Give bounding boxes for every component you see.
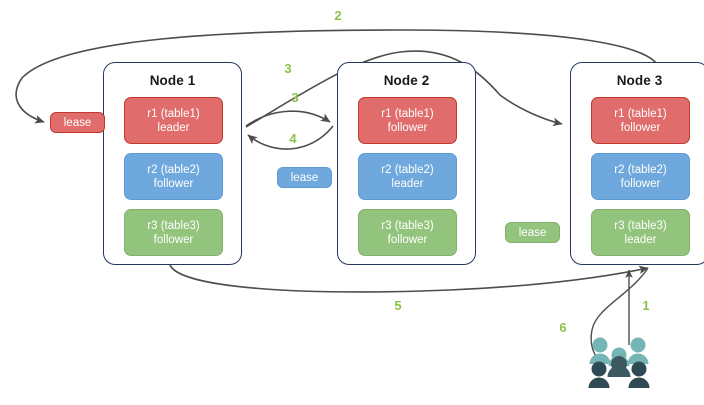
replica-r3-node1[interactable]: r3 (table3) follower bbox=[124, 209, 223, 256]
people-clients-icon bbox=[588, 337, 650, 388]
lease-label: lease bbox=[518, 226, 547, 239]
replica-name: r1 (table1) bbox=[381, 107, 434, 120]
replica-role: follower bbox=[620, 177, 661, 190]
replica-role: follower bbox=[387, 233, 428, 246]
replica-r2-node1[interactable]: r2 (table2) follower bbox=[124, 153, 223, 200]
replica-name: r1 (table1) bbox=[147, 107, 200, 120]
lease-badge-table3[interactable]: lease bbox=[505, 222, 560, 243]
replica-name: r3 (table3) bbox=[147, 219, 200, 232]
lease-badge-table1[interactable]: lease bbox=[50, 112, 105, 133]
step-label-2: 2 bbox=[334, 8, 342, 23]
replica-name: r1 (table1) bbox=[614, 107, 667, 120]
step-label-1: 1 bbox=[642, 298, 650, 313]
lease-badge-table2[interactable]: lease bbox=[277, 167, 332, 188]
replica-role: follower bbox=[153, 233, 194, 246]
step-label-3a: 3 bbox=[284, 61, 292, 76]
replica-role: follower bbox=[387, 121, 428, 134]
replica-r1-node2[interactable]: r1 (table1) follower bbox=[358, 97, 457, 144]
step-label-5: 5 bbox=[394, 298, 402, 313]
replica-role: follower bbox=[153, 177, 194, 190]
arrow-step-5 bbox=[169, 264, 649, 293]
replica-r3-node3[interactable]: r3 (table3) leader bbox=[591, 209, 690, 256]
step-label-6: 6 bbox=[559, 320, 567, 335]
node-title: Node 2 bbox=[383, 73, 430, 88]
replica-role: follower bbox=[620, 121, 661, 134]
node-title: Node 1 bbox=[149, 73, 196, 88]
replica-name: r3 (table3) bbox=[381, 219, 434, 232]
step-label-4: 4 bbox=[289, 131, 297, 146]
replica-role: leader bbox=[157, 121, 190, 134]
replica-name: r2 (table2) bbox=[614, 163, 667, 176]
replica-name: r2 (table2) bbox=[147, 163, 200, 176]
replica-role: leader bbox=[391, 177, 424, 190]
node-container-node2[interactable]: Node 2 r1 (table1) follower r2 (table2) … bbox=[337, 62, 476, 265]
lease-label: lease bbox=[290, 171, 319, 184]
node-container-node1[interactable]: Node 1 r1 (table1) leader r2 (table2) fo… bbox=[103, 62, 242, 265]
replica-name: r2 (table2) bbox=[381, 163, 434, 176]
node-container-node3[interactable]: Node 3 r1 (table1) follower r2 (table2) … bbox=[570, 62, 704, 265]
step-label-3b: 3 bbox=[291, 90, 299, 105]
replica-r2-node3[interactable]: r2 (table2) follower bbox=[591, 153, 690, 200]
replica-role: leader bbox=[624, 233, 657, 246]
replica-r1-node3[interactable]: r1 (table1) follower bbox=[591, 97, 690, 144]
replica-name: r3 (table3) bbox=[614, 219, 667, 232]
lease-label: lease bbox=[63, 116, 92, 129]
replica-r1-node1[interactable]: r1 (table1) leader bbox=[124, 97, 223, 144]
arrow-step-3-to-node2 bbox=[245, 110, 331, 127]
replica-r3-node2[interactable]: r3 (table3) follower bbox=[358, 209, 457, 256]
replica-r2-node2[interactable]: r2 (table2) leader bbox=[358, 153, 457, 200]
node-title: Node 3 bbox=[616, 73, 663, 88]
